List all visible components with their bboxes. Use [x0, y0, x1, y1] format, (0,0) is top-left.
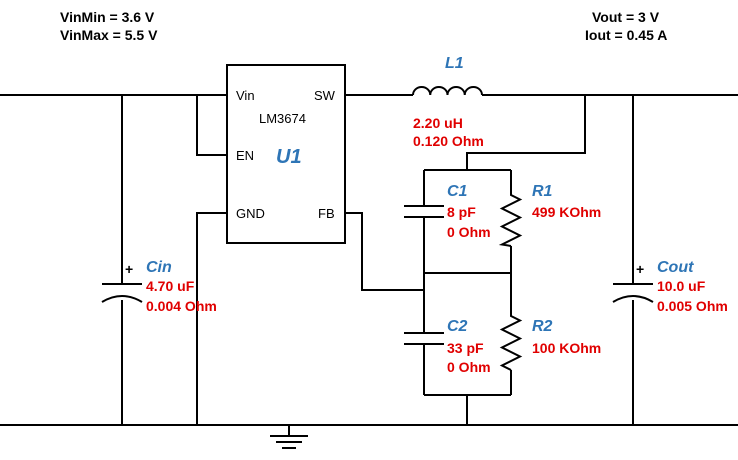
- c2-capacitance: 33 pF: [447, 340, 484, 356]
- u1-pin-sw: SW: [314, 88, 336, 103]
- r1-ref: R1: [532, 183, 553, 200]
- c1-ref: C1: [447, 183, 468, 200]
- cout-capacitance: 10.0 uF: [657, 278, 706, 294]
- cout-resistance: 0.005 Ohm: [657, 298, 728, 314]
- c2-ref: C2: [447, 318, 468, 335]
- cin-ref: Cin: [146, 259, 172, 276]
- r2-resistor: R2 100 KOhm: [499, 312, 601, 371]
- u1-pin-vin: Vin: [236, 88, 255, 103]
- r1-resistance: 499 KOhm: [532, 204, 601, 220]
- u1-pin-fb: FB: [318, 206, 335, 221]
- l1-inductor: L1 2.20 uH 0.120 Ohm: [412, 55, 484, 149]
- cin-polarity-plus: +: [125, 261, 133, 277]
- cout-ref: Cout: [657, 259, 694, 276]
- ground-symbol: [270, 425, 308, 449]
- c2-resistance: 0 Ohm: [447, 359, 491, 375]
- cin-capacitance: 4.70 uF: [146, 278, 195, 294]
- vout-spec: Vout = 3 V: [592, 9, 660, 25]
- wires: [0, 94, 738, 426]
- u1-ref: U1: [276, 146, 302, 168]
- cin-resistance: 0.004 Ohm: [146, 298, 217, 314]
- cin-capacitor: + Cin 4.70 uF 0.004 Ohm: [101, 259, 217, 314]
- iout-spec: Iout = 0.45 A: [585, 27, 667, 43]
- u1-pin-en: EN: [236, 148, 254, 163]
- r1-resistor: R1 499 KOhm: [498, 183, 601, 247]
- r2-resistance: 100 KOhm: [532, 340, 601, 356]
- c1-capacitor: C1 8 pF 0 Ohm: [404, 183, 491, 240]
- cout-capacitor: + Cout 10.0 uF 0.005 Ohm: [612, 259, 728, 314]
- l1-resistance: 0.120 Ohm: [413, 133, 484, 149]
- u1-ic: Vin SW LM3674 EN U1 GND FB: [226, 64, 346, 244]
- r2-ref: R2: [532, 318, 553, 335]
- c1-capacitance: 8 pF: [447, 204, 476, 220]
- l1-inductance: 2.20 uH: [413, 115, 463, 131]
- vin-max-spec: VinMax = 5.5 V: [60, 27, 158, 43]
- u1-pin-gnd: GND: [236, 206, 265, 221]
- l1-ref: L1: [445, 55, 464, 72]
- cout-polarity-plus: +: [636, 261, 644, 277]
- u1-part-number: LM3674: [259, 111, 306, 126]
- vin-min-spec: VinMin = 3.6 V: [60, 9, 155, 25]
- c2-capacitor: C2 33 pF 0 Ohm: [404, 318, 491, 375]
- c1-resistance: 0 Ohm: [447, 224, 491, 240]
